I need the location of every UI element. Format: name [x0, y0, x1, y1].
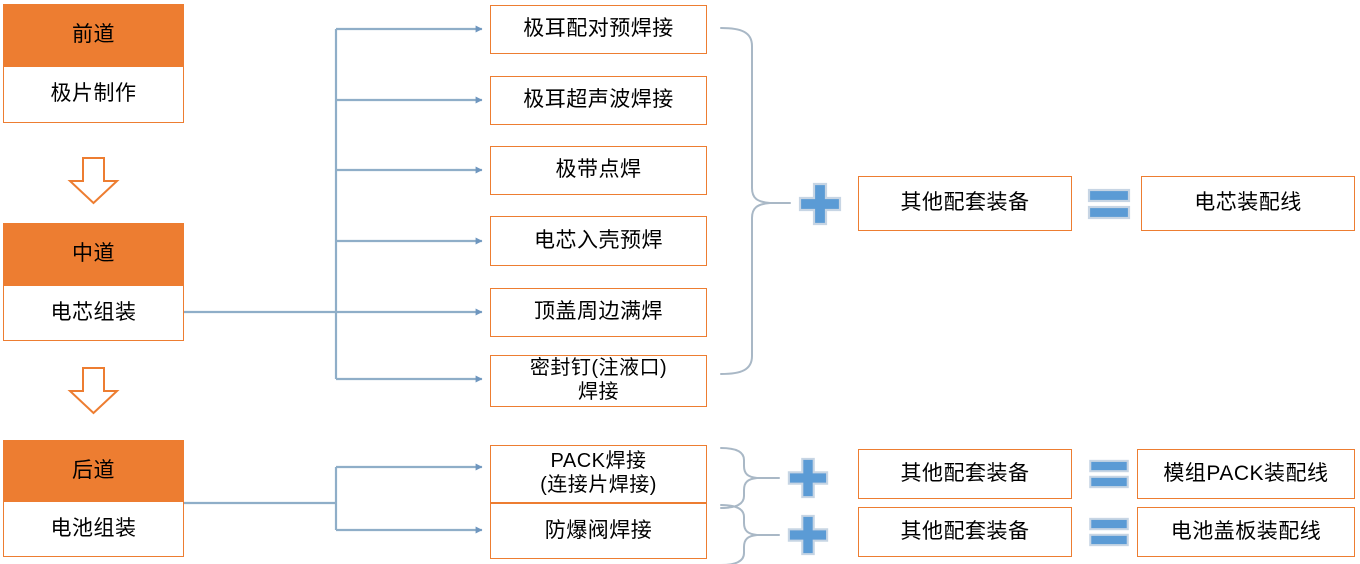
- back-process-box-2: 防爆阀焊接: [490, 503, 707, 559]
- addend-box-2: 其他配套装备: [858, 449, 1072, 499]
- down-arrow-front-to-middle: [67, 157, 120, 205]
- addend-box-3: 其他配套装备: [858, 507, 1072, 557]
- stage-header-back: 后道: [3, 440, 184, 501]
- connector-back-fanout: [184, 463, 483, 534]
- connector-middle-fanout: [184, 25, 483, 383]
- result-box-1: 电芯装配线: [1141, 176, 1355, 231]
- stage-body-back: 电池组装: [3, 501, 184, 557]
- back-process-box-1: PACK焊接 (连接片焊接): [490, 445, 707, 503]
- stage-body-front: 极片制作: [3, 66, 184, 123]
- brace-back-group-2: [720, 504, 780, 564]
- result-box-2: 模组PACK装配线: [1137, 449, 1355, 499]
- brace-back-group-1: [720, 447, 780, 509]
- stage-body-middle: 电芯组装: [3, 285, 184, 341]
- equals-icon-1: [1087, 188, 1131, 220]
- plus-icon-3: [786, 513, 830, 557]
- process-box-2: 极耳超声波焊接: [490, 76, 707, 125]
- down-arrow-middle-to-back: [67, 367, 120, 415]
- brace-middle-group: [720, 27, 791, 375]
- equals-icon-3: [1087, 517, 1131, 547]
- process-box-3: 极带点焊: [490, 146, 707, 195]
- process-box-1: 极耳配对预焊接: [490, 5, 707, 54]
- result-box-3: 电池盖板装配线: [1137, 507, 1355, 557]
- stage-header-middle: 中道: [3, 223, 184, 285]
- process-box-5: 顶盖周边满焊: [490, 288, 707, 337]
- stage-header-front: 前道: [3, 4, 184, 66]
- equals-icon-2: [1087, 459, 1131, 489]
- addend-box-1: 其他配套装备: [858, 176, 1072, 231]
- plus-icon-1: [797, 181, 843, 227]
- process-box-4: 电芯入壳预焊: [490, 216, 707, 266]
- plus-icon-2: [786, 456, 830, 500]
- process-box-6: 密封钉(注液口) 焊接: [490, 355, 707, 407]
